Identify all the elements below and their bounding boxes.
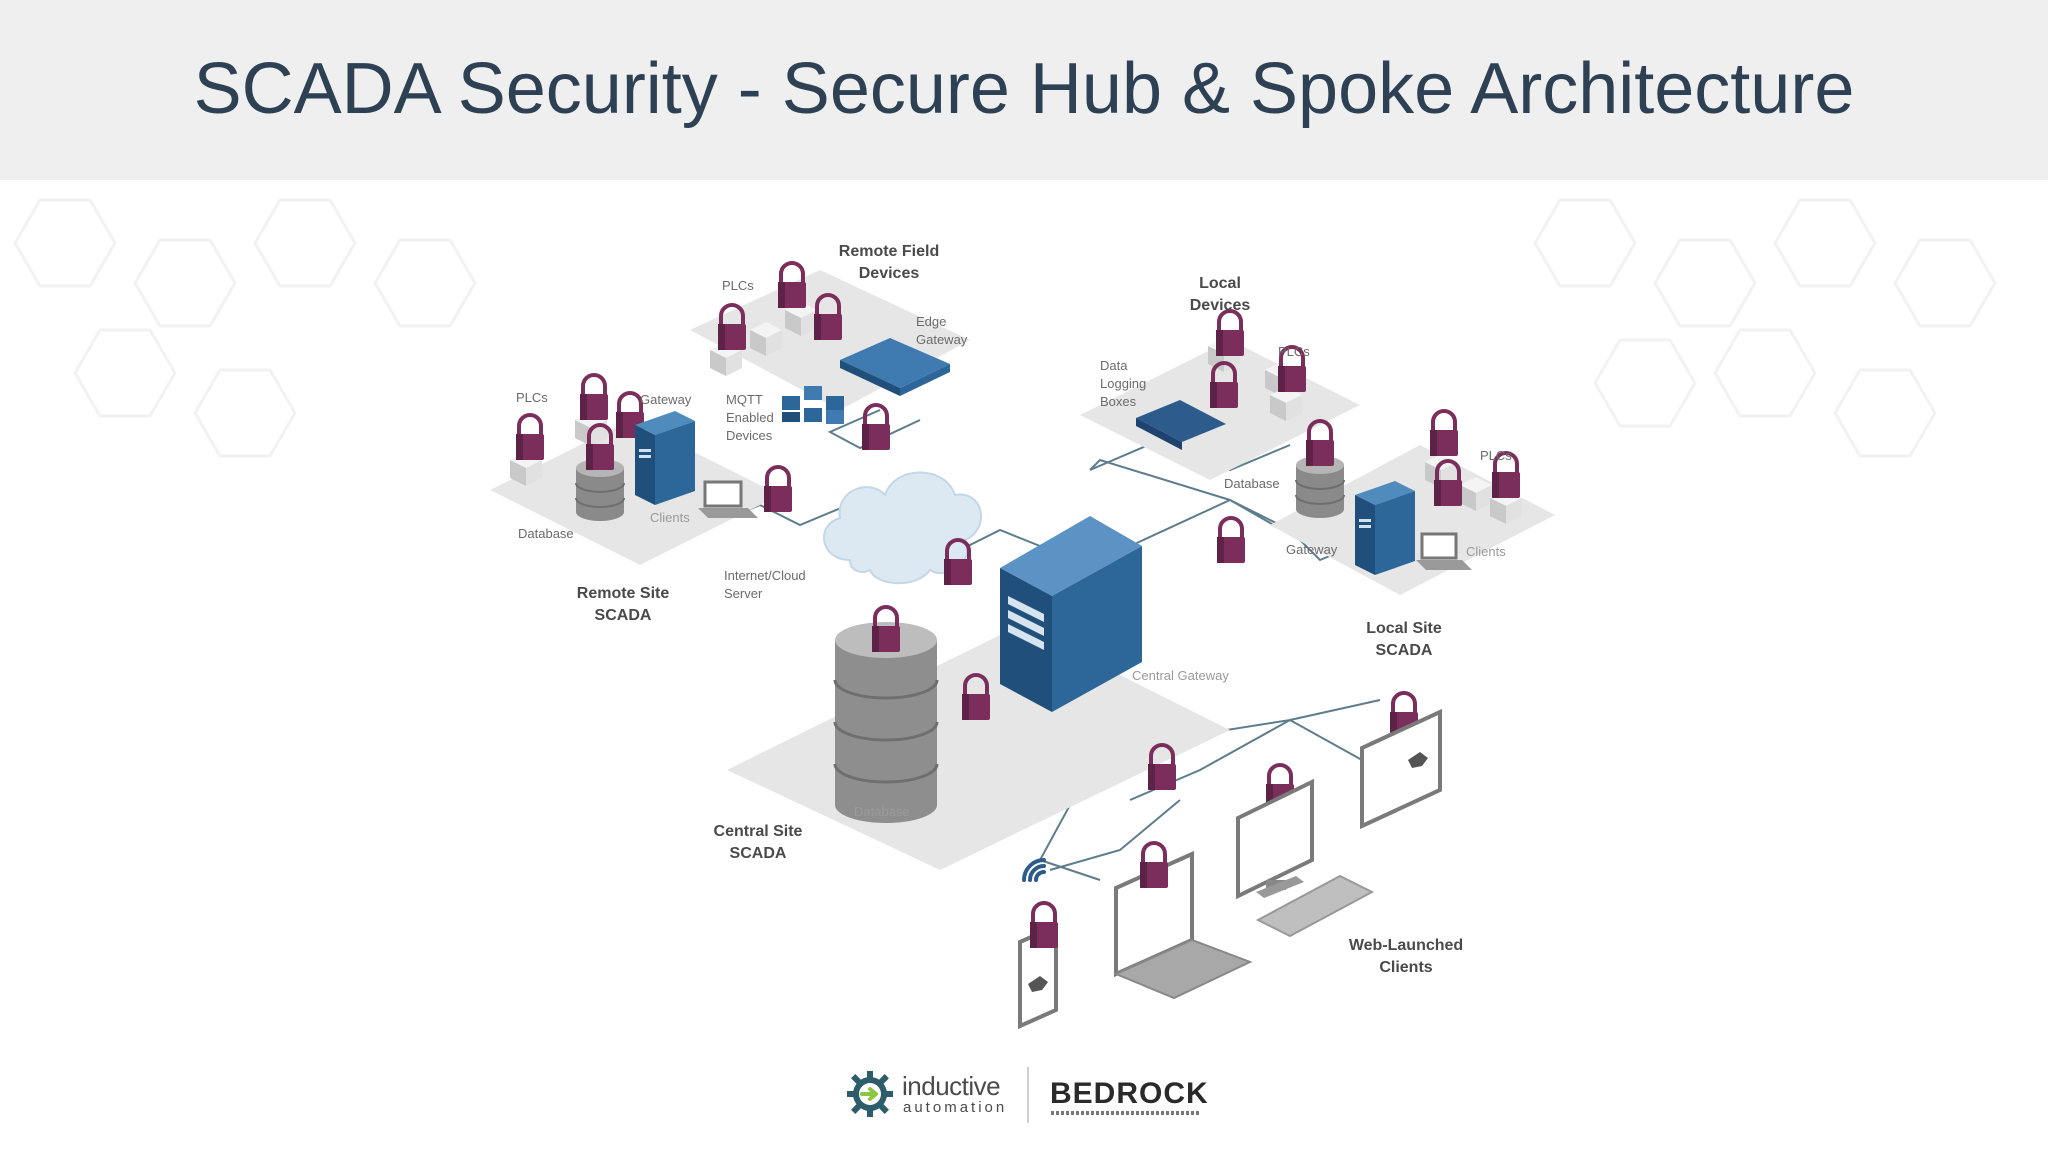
central-gateway-server: [1000, 516, 1142, 712]
data-logging-label-line3: Boxes: [1100, 394, 1137, 409]
central-site-title-line1: Central Site: [714, 823, 803, 840]
inductive-word: inductive: [902, 1071, 1001, 1101]
inductive-automation-logo: inductive automation: [845, 1069, 1015, 1121]
gear-icon: [847, 1071, 893, 1117]
web-clients-group: Web-Launched Clients: [1018, 691, 1463, 1030]
central-gateway-label: Central Gateway: [1132, 668, 1229, 683]
slide-header: SCADA Security - Secure Hub & Spoke Arch…: [0, 0, 2048, 180]
remote-site-clients-label: Clients: [650, 510, 690, 525]
remote-field-title-line1: Remote Field: [839, 243, 939, 260]
remote-site-plcs-label: PLCs: [516, 390, 548, 405]
bedrock-logo: BEDROCK: [1050, 1077, 1209, 1110]
remote-field-title-line2: Devices: [859, 265, 920, 282]
local-site-gateway-label: Gateway: [1286, 542, 1338, 557]
bedrock-tagline-mark: [1051, 1111, 1201, 1115]
web-clients-title-line2: Clients: [1379, 959, 1432, 976]
mqtt-label-line3: Devices: [726, 428, 773, 443]
local-devices-title-line2: Devices: [1190, 297, 1251, 314]
local-site-group: Database Gateway PLCs Clients Local Site…: [1215, 409, 1555, 659]
remote-field-devices-group: Remote Field Devices PLCs Edge Gateway M…: [690, 243, 970, 452]
local-site-database-label: Database: [1224, 476, 1280, 491]
remote-field-plcs-label: PLCs: [722, 278, 754, 293]
hexagon-background-pattern: [13, 198, 1997, 458]
footer-logos: inductive automation BEDROCK: [845, 1065, 1208, 1125]
cloud-group: Internet/Cloud Server: [724, 471, 982, 601]
local-site-clients-label: Clients: [1466, 544, 1506, 559]
cloud-label-line2: Server: [724, 586, 763, 601]
cloud-label-line1: Internet/Cloud: [724, 568, 806, 583]
data-logging-label-line1: Data: [1100, 358, 1128, 373]
local-site-title-line2: SCADA: [1376, 642, 1433, 659]
remote-site-database-label: Database: [518, 526, 574, 541]
edge-gateway-label-line2: Gateway: [916, 332, 968, 347]
mqtt-label-line1: MQTT: [726, 392, 763, 407]
mqtt-label-line2: Enabled: [726, 410, 774, 425]
remote-site-gateway-label: Gateway: [640, 392, 692, 407]
remote-site-group: PLCs Gateway Database Clients Remote Sit…: [490, 373, 794, 624]
web-clients-title-line1: Web-Launched: [1349, 937, 1463, 954]
wifi-icon: [1022, 858, 1046, 882]
central-database-label: Database: [854, 804, 910, 819]
remote-site-title-line1: Remote Site: [577, 585, 670, 602]
local-devices-title-line1: Local: [1199, 275, 1241, 292]
edge-gateway-label-line1: Edge: [916, 314, 946, 329]
local-devices-plcs-label: PLCs: [1278, 344, 1310, 359]
local-site-title-line1: Local Site: [1366, 620, 1442, 637]
central-database: [833, 622, 939, 823]
central-site-group: Central Gateway Database Central Site SC…: [714, 516, 1230, 870]
remote-site-title-line2: SCADA: [595, 607, 652, 624]
data-logging-label-line2: Logging: [1100, 376, 1146, 391]
central-site-title-line2: SCADA: [730, 845, 787, 862]
automation-word: automation: [903, 1099, 1008, 1116]
slide-title: SCADA Security - Secure Hub & Spoke Arch…: [193, 49, 1855, 129]
logo-divider: [1027, 1067, 1029, 1123]
local-devices-group: Local Devices Data Logging Boxes PLCs: [1080, 275, 1360, 480]
local-site-plcs-label: PLCs: [1480, 448, 1512, 463]
